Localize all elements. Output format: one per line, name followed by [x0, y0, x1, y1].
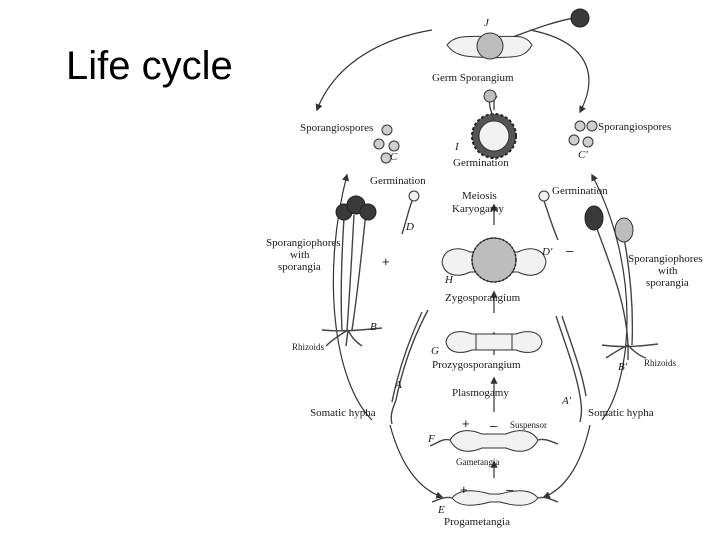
label-sporangiophores-right-3: sporangia: [646, 277, 689, 289]
arrow-germ-to-right: [529, 29, 590, 114]
sign-plus-f: +: [462, 416, 470, 431]
letter-c-prime: C': [578, 149, 588, 161]
prozygosporangium-drawing: [445, 331, 543, 353]
letter-d-prime: D': [541, 246, 553, 258]
right-somatic-hypha-drawing: [555, 315, 587, 423]
label-karyogamy: Karyogamy: [452, 203, 504, 215]
sign-plus-e: +: [460, 482, 468, 497]
label-germination-right: Germination: [552, 185, 608, 197]
label-sporangiophores-left-3: sporangia: [278, 261, 321, 273]
letter-f: F: [427, 433, 435, 445]
letter-a: A: [394, 379, 402, 391]
arrow-left-bottom: [389, 424, 444, 499]
label-germ-sporangium: Germ Sporangium: [432, 72, 514, 84]
label-rhizoids-right: Rhizoids: [644, 358, 676, 368]
letter-b: B: [370, 321, 377, 333]
label-suspensor: Suspensor: [510, 420, 547, 430]
label-sporangiophores-right-2: with: [658, 265, 678, 277]
mucor-life-cycle-diagram: J Germ Sporangium I Germination Meiosis …: [266, 8, 703, 528]
cycle-arrows: [315, 29, 628, 499]
arrow-right-bottom: [542, 424, 591, 499]
label-somatic-hypha-right: Somatic hypha: [588, 407, 654, 419]
progametangia-drawing: [431, 490, 559, 506]
letter-d: D: [405, 221, 414, 233]
right-sporangiospores-drawing: [568, 120, 598, 148]
left-somatic-hypha-drawing: [390, 309, 429, 425]
label-rhizoids-left: Rhizoids: [292, 342, 324, 352]
label-plasmogamy: Plasmogamy: [452, 387, 509, 399]
label-sporangiophores-right-1: Sporangiophores: [628, 253, 703, 265]
label-germination-center: Germination: [453, 157, 509, 169]
letter-b-prime: B': [618, 361, 628, 373]
label-sporangiophores-left-1: Sporangiophores: [266, 237, 341, 249]
label-germination-left: Germination: [370, 175, 426, 187]
zygosporangium-drawing: [441, 237, 547, 283]
letter-i: I: [454, 141, 460, 153]
right-sporangiophores-drawing: [584, 205, 659, 360]
arrow-right-up: [591, 173, 628, 421]
arrow-germ-to-left: [315, 29, 433, 112]
right-germinating-spore-drawing: [538, 190, 559, 241]
label-gametangia: Gametangia: [456, 457, 499, 467]
left-germinating-spore-drawing: [401, 190, 420, 235]
label-sporangiophores-left-2: with: [290, 249, 310, 261]
label-somatic-hypha-left: Somatic hypha: [310, 407, 376, 419]
sign-plus-d: +: [382, 254, 390, 269]
left-sporangiospores-drawing: [373, 124, 400, 164]
label-sporangiospores-right: Sporangiospores: [598, 121, 671, 133]
label-sporangiospores-left: Sporangiospores: [300, 122, 373, 134]
sign-minus-e: –: [506, 482, 514, 497]
label-prozygosporangium: Prozygosporangium: [432, 359, 521, 371]
sign-minus-d-prime: –: [566, 243, 574, 258]
letter-g: G: [431, 345, 439, 357]
letter-e: E: [437, 504, 445, 516]
germ-sporangium-drawing: [446, 8, 590, 60]
sign-minus-f: –: [490, 418, 498, 433]
left-sporangiophores-drawing: [321, 195, 383, 347]
gametangia-drawing: [429, 430, 559, 452]
letter-c: C: [390, 151, 398, 163]
letter-a-prime: A': [561, 395, 572, 407]
label-zygosporangium: Zygosporangium: [445, 292, 521, 304]
label-meiosis: Meiosis: [462, 190, 497, 202]
letter-h: H: [444, 274, 454, 286]
letter-j: J: [484, 17, 490, 29]
slide-title: Life cycle: [66, 44, 233, 88]
label-progametangia: Progametangia: [444, 516, 510, 528]
germinating-zygospore-drawing: [471, 89, 517, 159]
